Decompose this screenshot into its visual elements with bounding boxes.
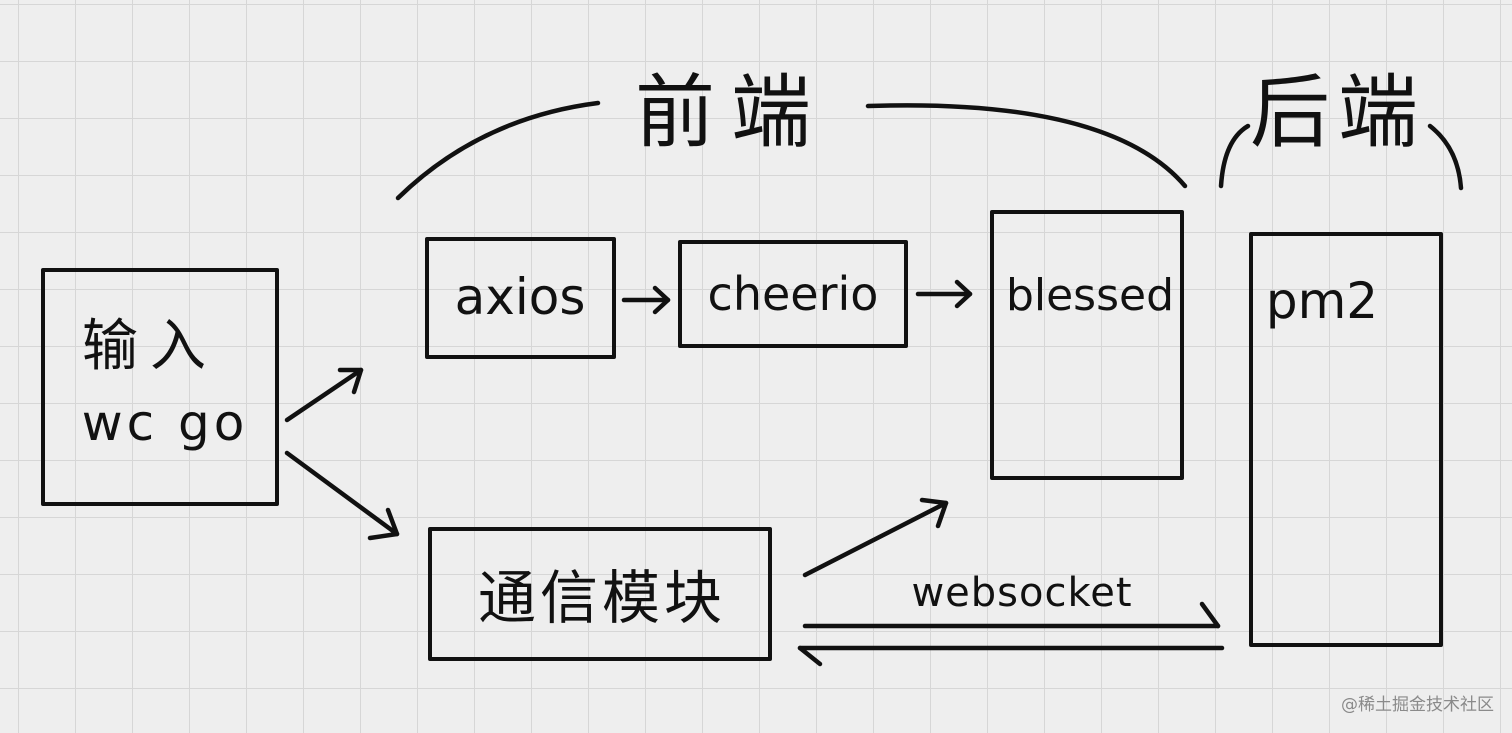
axios-label: axios	[455, 268, 586, 326]
cheerio-box	[678, 240, 908, 348]
arrow-comm-to-blessed	[802, 500, 949, 578]
pm2-box	[1249, 232, 1443, 647]
backend-brace-right	[1427, 123, 1464, 191]
watermark: @稀土掘金技术社区	[1341, 695, 1494, 715]
arrow-input-to-comm	[284, 450, 400, 537]
pm2-label: pm2	[1266, 272, 1378, 330]
comm-module-label: 通信模块	[478, 564, 726, 632]
blessed-box	[990, 210, 1184, 480]
input-label-line1: 输入	[82, 314, 218, 379]
backend-group-title: 后端	[1250, 66, 1426, 159]
input-label-line2: wc go	[82, 394, 249, 452]
arrow-input-to-frontend	[284, 367, 364, 423]
arrow-cheerio-to-blessed-head	[954, 279, 973, 309]
arrow-axios-to-cheerio-head	[652, 285, 671, 315]
frontend-group-title: 前端	[635, 66, 827, 159]
cheerio-label: cheerio	[708, 267, 879, 321]
comm-module-box	[428, 527, 772, 661]
input-box	[41, 268, 279, 506]
websocket-label: websocket	[911, 570, 1132, 616]
arrow-comm-to-pm2-head	[1199, 601, 1221, 629]
axios-box	[425, 237, 616, 359]
arrow-comm-to-blessed-head	[919, 497, 949, 529]
frontend-brace-right	[865, 103, 1188, 189]
blessed-label: blessed	[1006, 270, 1174, 321]
backend-brace-left	[1218, 123, 1251, 189]
arrow-input-to-comm-head	[367, 507, 400, 541]
frontend-brace-left	[395, 100, 601, 201]
arrow-pm2-to-comm-head	[797, 645, 823, 667]
arrow-input-to-frontend-head	[337, 367, 364, 395]
